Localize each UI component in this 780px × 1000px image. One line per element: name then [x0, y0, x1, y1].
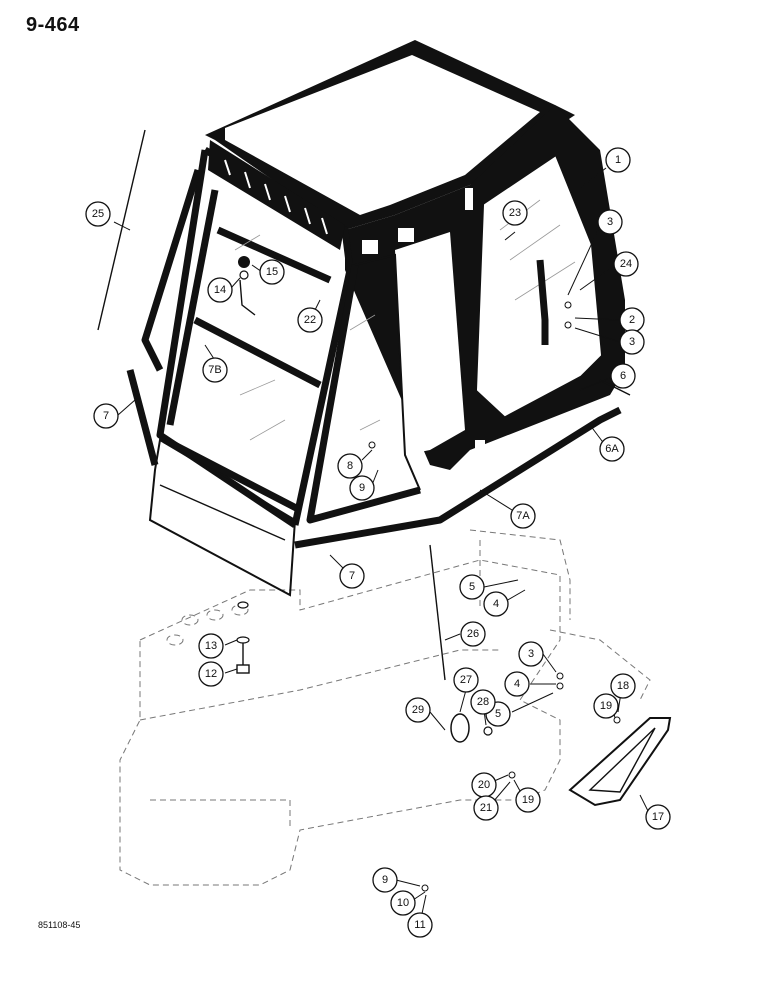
svg-text:5: 5 [469, 581, 475, 593]
callout-3: 3 [619, 329, 645, 355]
callout-6: 6 [610, 363, 636, 389]
callout-3: 3 [597, 209, 623, 235]
callout-22: 22 [297, 307, 323, 333]
callout-8: 8 [337, 453, 363, 479]
svg-text:9: 9 [382, 874, 388, 886]
svg-text:3: 3 [528, 648, 534, 660]
svg-text:9: 9 [359, 482, 365, 494]
page-number: 9-464 [26, 14, 80, 36]
callout-21: 21 [473, 795, 499, 821]
machine-body-outline [119, 529, 651, 886]
callout-3: 3 [518, 641, 544, 667]
callout-6A: 6A [599, 436, 625, 462]
svg-text:7: 7 [349, 570, 355, 582]
callout-27: 27 [453, 667, 479, 693]
callout-7: 7 [93, 403, 119, 429]
svg-text:4: 4 [493, 598, 499, 610]
callout-14: 14 [207, 277, 233, 303]
callout-9: 9 [349, 475, 375, 501]
svg-text:27: 27 [460, 674, 472, 686]
svg-text:6: 6 [620, 370, 626, 382]
callout-19: 19 [515, 787, 541, 813]
callout-23: 23 [502, 200, 528, 226]
callout-24: 24 [613, 251, 639, 277]
callout-2: 2 [619, 307, 645, 333]
svg-text:2: 2 [629, 314, 635, 326]
svg-text:19: 19 [600, 700, 612, 712]
cab-rear-panel [345, 105, 625, 470]
cab-front-frame [97, 129, 631, 681]
svg-text:14: 14 [214, 284, 226, 296]
callout-29: 29 [405, 697, 431, 723]
callout-5: 5 [459, 574, 485, 600]
svg-text:15: 15 [266, 266, 278, 278]
svg-text:7B: 7B [208, 364, 221, 376]
callout-26: 26 [460, 621, 486, 647]
callout-13: 13 [198, 633, 224, 659]
svg-text:26: 26 [467, 628, 479, 640]
callout-4: 4 [483, 591, 509, 617]
callout-7: 7 [339, 563, 365, 589]
callout-19: 19 [593, 693, 619, 719]
callout-17: 17 [645, 804, 671, 830]
callout-15: 15 [259, 259, 285, 285]
svg-text:3: 3 [629, 336, 635, 348]
svg-text:11: 11 [414, 919, 425, 931]
callout-28: 28 [470, 689, 496, 715]
svg-text:24: 24 [620, 258, 632, 270]
callout-10: 10 [390, 890, 416, 916]
drawing-code: 851108-45 [38, 920, 81, 930]
callout-11: 11 [407, 912, 433, 938]
callout-12: 12 [198, 661, 224, 687]
svg-text:23: 23 [509, 207, 521, 219]
svg-text:7: 7 [103, 410, 109, 422]
svg-text:7A: 7A [516, 510, 530, 522]
callout-7B: 7B [202, 357, 228, 383]
callout-4: 4 [504, 671, 530, 697]
svg-text:4: 4 [514, 678, 520, 690]
svg-text:22: 22 [304, 314, 316, 326]
callout-7A: 7A [510, 503, 536, 529]
callout-25: 25 [85, 201, 111, 227]
svg-text:21: 21 [480, 802, 492, 814]
callout-18: 18 [610, 673, 636, 699]
svg-text:1: 1 [615, 154, 621, 166]
svg-text:8: 8 [347, 460, 353, 472]
svg-text:17: 17 [652, 811, 664, 823]
cab-roof [205, 40, 575, 230]
svg-text:13: 13 [205, 640, 217, 652]
svg-text:28: 28 [477, 696, 489, 708]
svg-text:25: 25 [92, 208, 104, 220]
svg-text:20: 20 [478, 779, 490, 791]
callout-20: 20 [471, 772, 497, 798]
svg-text:5: 5 [495, 708, 501, 720]
svg-text:29: 29 [412, 704, 424, 716]
svg-text:19: 19 [522, 794, 534, 806]
callout-9: 9 [372, 867, 398, 893]
svg-text:10: 10 [397, 897, 409, 909]
callout-1: 1 [605, 147, 631, 173]
svg-text:3: 3 [607, 216, 613, 228]
svg-text:18: 18 [617, 680, 629, 692]
svg-text:6A: 6A [605, 443, 619, 455]
hardware-parts [236, 256, 672, 892]
svg-text:12: 12 [205, 668, 217, 680]
